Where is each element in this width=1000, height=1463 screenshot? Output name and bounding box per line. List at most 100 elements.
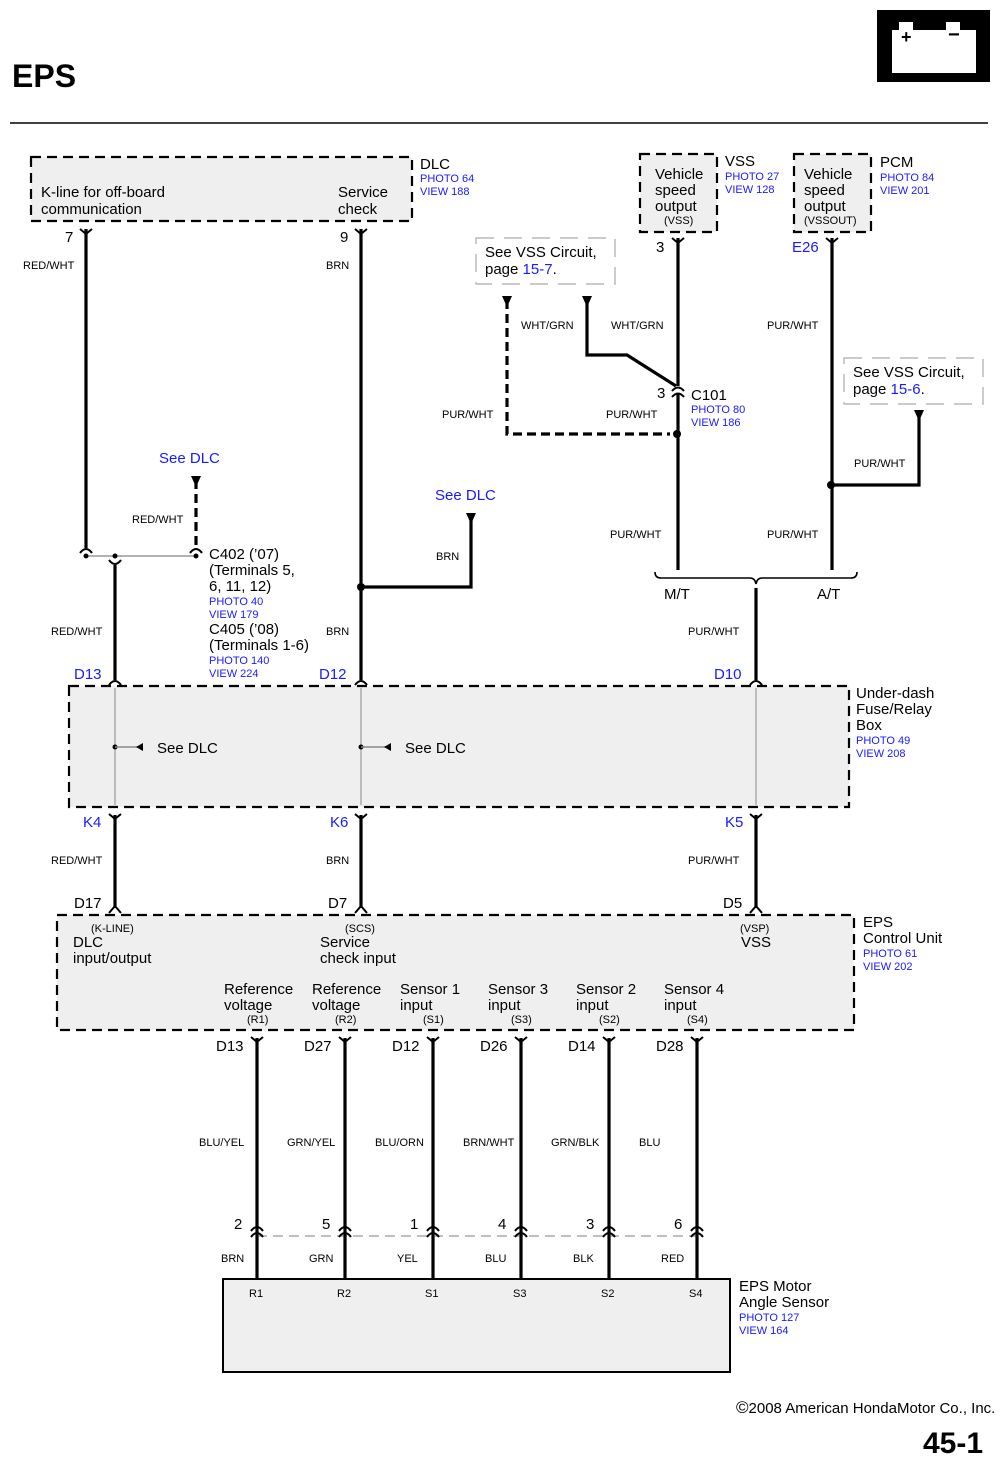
vss-component[interactable]: Vehicle speed output (VSS) VSS PHOTO 27 … [638,152,779,234]
wire-label: RED/WHT [51,855,103,867]
wire-vss-note-branch [831,415,921,487]
connector-icon [338,1232,352,1238]
sensor-photo-link[interactable]: PHOTO 127 [739,1312,799,1324]
connector-pin: 4 [498,1216,506,1233]
wire-label: PUR/WHT [767,529,819,541]
dlc-component[interactable]: K-line for off-board communication Servi… [29,155,474,223]
under-dash-fuse-relay-box[interactable]: Under-dash Fuse/Relay Box PHOTO 49 VIEW … [67,684,934,809]
see-dlc-label[interactable]: See DLC [405,740,466,757]
fuse-box-view-link[interactable]: VIEW 208 [856,748,906,760]
wire-label: PUR/WHT [610,529,662,541]
fuse-pin-k5: K5 [725,814,743,831]
c405-view-link[interactable]: VIEW 224 [209,668,259,680]
vss-circuit-note-15-7[interactable]: See VSS Circuit, page 15-7. [475,237,616,285]
terminal-label: Service [320,934,370,951]
c402-view-link[interactable]: VIEW 179 [209,609,259,621]
c405-line2: (Terminals 1-6) [209,637,309,654]
c101-view-link[interactable]: VIEW 186 [691,417,741,429]
pcm-signal: (VSSOUT) [804,215,857,227]
terminal-signal: (S4) [687,1014,708,1026]
note-suffix: . [921,381,925,398]
battery-icon: + − [877,10,990,82]
eps-control-unit[interactable]: EPS Control Unit PHOTO 61 VIEW 202 [55,913,943,1032]
wire-label: BLU [639,1137,660,1149]
page-link-15-7[interactable]: 15-7 [523,261,553,278]
terminal-label: input [576,997,609,1014]
wire-label: BRN/WHT [463,1137,515,1149]
junction-dot [83,553,89,559]
eps-cu-name-2: Control Unit [863,930,943,947]
note-text-line2: page 15-6. [853,381,925,398]
at-label: A/T [817,586,840,603]
terminal-signal: (SCS) [345,923,375,935]
fuse-box-photo-link[interactable]: PHOTO 49 [856,735,910,747]
eps-cu-view-link[interactable]: VIEW 202 [863,961,913,973]
connector-male-icon [108,904,122,914]
terminal-signal: (K-LINE) [91,923,134,935]
sensor-terminal: S3 [513,1288,526,1300]
vss-photo-link[interactable]: PHOTO 27 [725,171,779,183]
eps-cu-pin: D26 [480,1038,508,1055]
dlc-scs-label-1: Service [338,184,388,201]
terminal-signal: (S2) [599,1014,620,1026]
sensor-view-link[interactable]: VIEW 164 [739,1325,789,1337]
wire-label: RED [661,1253,684,1265]
connector-pin: 6 [674,1216,682,1233]
vss-name: VSS [725,153,755,170]
note-suffix: . [553,261,557,278]
connector-pin: 1 [410,1216,418,1233]
eps-pin-d7: D7 [328,895,347,912]
c101-pin: 3 [657,385,665,402]
page-link-15-6[interactable]: 15-6 [891,381,921,398]
vss-signal: (VSS) [664,215,693,227]
fuse-pin-d13: D13 [74,666,102,683]
terminal-label: Sensor 1 [400,981,460,998]
see-dlc-label[interactable]: See DLC [157,740,218,757]
pcm-component[interactable]: Vehicle speed output (VSSOUT) PCM PHOTO … [792,152,934,234]
pcm-label-2: speed [804,182,845,199]
wire-label: BLU [485,1253,506,1265]
see-dlc-link[interactable]: See DLC [435,487,496,504]
connector-male-icon [749,904,763,914]
c402-c405-label[interactable]: C402 (’07) (Terminals 5, 6, 11, 12) PHOT… [209,546,309,680]
wire-label: PUR/WHT [767,320,819,332]
copyright-text: ©2008 American HondaMotor Co., Inc. [736,1398,995,1417]
pcm-view-link[interactable]: VIEW 201 [880,185,930,197]
dlc-name: DLC [420,156,450,173]
pcm-name: PCM [880,154,913,171]
fuse-pin-k4: K4 [83,814,101,831]
connector-icon [671,386,685,392]
wire-label: WHT/GRN [521,320,574,332]
fuse-pin-d12: D12 [319,666,347,683]
wire-label: BRN [221,1253,244,1265]
fuse-box-name-1: Under-dash [856,685,934,702]
c101-photo-link[interactable]: PHOTO 80 [691,404,745,416]
vss-label-1: Vehicle [655,166,703,183]
eps-motor-angle-sensor[interactable]: EPS Motor Angle Sensor PHOTO 127 VIEW 16… [222,1278,829,1373]
connector-icon [749,680,763,686]
fuse-pin-k6: K6 [330,814,348,831]
vss-label-3: output [655,198,698,215]
vss-view-link[interactable]: VIEW 128 [725,184,775,196]
dlc-view-link[interactable]: VIEW 188 [420,186,470,198]
terminal-label: input [400,997,433,1014]
note-text: See VSS Circuit, [853,364,965,381]
connector-female-icon [825,237,839,245]
see-dlc-link[interactable]: See DLC [159,450,220,467]
wire-pur-wht-dashed [505,300,670,436]
battery-plus-icon: + [901,27,912,47]
wire-label: PUR/WHT [606,409,658,421]
c402-photo-link[interactable]: PHOTO 40 [209,596,263,608]
dlc-photo-link[interactable]: PHOTO 64 [420,173,474,185]
c405-photo-link[interactable]: PHOTO 140 [209,655,269,667]
wire-label: GRN/BLK [551,1137,600,1149]
eps-cu-photo-link[interactable]: PHOTO 61 [863,948,917,960]
junction-dot [193,553,199,559]
vss-circuit-note-15-6[interactable]: See VSS Circuit, page 15-6. [843,357,984,405]
wire-label: RED/WHT [51,626,103,638]
pcm-photo-link[interactable]: PHOTO 84 [880,172,934,184]
c101-label[interactable]: C101 PHOTO 80 VIEW 186 [691,387,745,429]
fuse-box-name-2: Fuse/Relay [856,701,932,718]
terminal-label: check input [320,950,397,967]
